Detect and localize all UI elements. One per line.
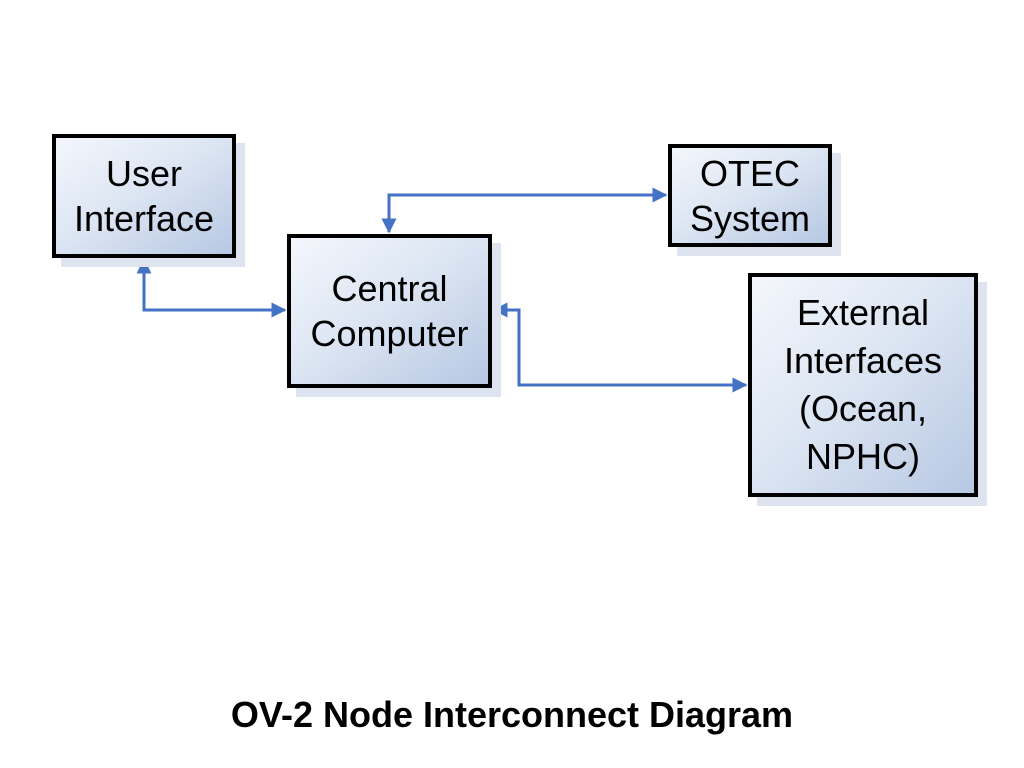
connector-user-interface-central-computer (136, 258, 287, 318)
node-otec-system-label: OTEC System (689, 152, 811, 239)
node-external-interfaces-label: External Interfaces (Ocean, NPHC) (783, 291, 943, 478)
node-external-interfaces: External Interfaces (Ocean, NPHC) (748, 273, 978, 497)
diagram-title: OV-2 Node Interconnect Diagram (230, 694, 794, 735)
connector-central-computer-external-interfaces (492, 302, 748, 393)
node-user-interface: User Interface (52, 134, 236, 258)
node-central-computer-label: Central Computer (310, 268, 469, 354)
node-otec-system: OTEC System (668, 144, 832, 247)
node-user-interface-label: User Interface (73, 153, 215, 239)
connector-central-computer-otec-system (381, 187, 668, 234)
node-central-computer: Central Computer (287, 234, 492, 388)
